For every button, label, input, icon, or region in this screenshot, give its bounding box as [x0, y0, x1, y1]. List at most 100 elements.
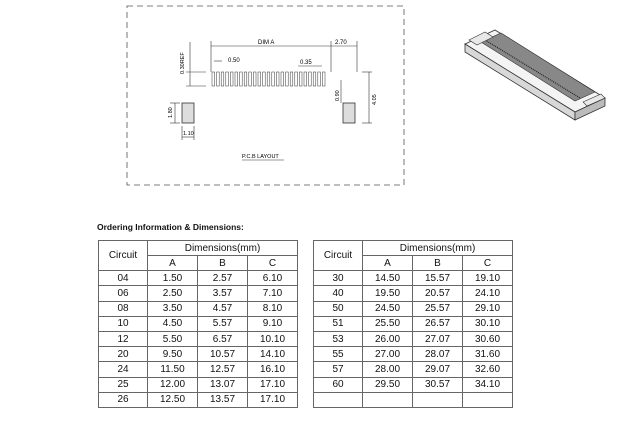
circuit-cell: 24	[98, 361, 148, 378]
solder-pad	[253, 71, 257, 87]
circuit-cell: 57	[313, 361, 363, 378]
solder-pad	[308, 71, 312, 87]
dimension-cell: 25.50	[362, 315, 413, 332]
dimension-cell: 12.57	[197, 361, 248, 378]
dimension-cell: 12.50	[147, 391, 198, 408]
dimension-cell: 17.10	[247, 376, 298, 393]
dimension-cell	[462, 391, 513, 408]
dimension-cell: 1.50	[147, 270, 198, 287]
solder-pad	[276, 71, 280, 87]
dimension-cell: 34.10	[462, 376, 513, 393]
solder-pad	[271, 71, 275, 87]
circuit-cell: 40	[313, 285, 363, 302]
dimension-cell: 29.07	[412, 361, 463, 378]
dimension-cell: 28.00	[362, 361, 413, 378]
section-title: Ordering Information & Dimensions:	[97, 222, 244, 232]
dimension-cell: 5.57	[197, 315, 248, 332]
solder-pad	[322, 71, 326, 87]
col-a-header: A	[147, 254, 198, 272]
dimension-cell: 10.10	[247, 330, 298, 348]
dimension-cell: 7.10	[247, 285, 298, 302]
circuit-cell: 08	[98, 300, 148, 317]
col-c-header: C	[462, 254, 513, 272]
dimension-cell: 13.57	[197, 391, 248, 408]
solder-pad	[312, 71, 317, 87]
dimension-cell: 19.10	[462, 270, 513, 287]
dimension-cell: 4.50	[147, 315, 198, 332]
dimension-cell: 13.07	[197, 376, 248, 393]
solder-pad	[280, 71, 284, 87]
solder-pad	[257, 71, 261, 87]
dimension-cell: 4.57	[197, 300, 248, 317]
dimension-cell: 20.57	[412, 285, 463, 302]
dimension-cell: 3.50	[147, 300, 198, 317]
pad-row	[211, 71, 326, 87]
dimension-cell: 26.00	[362, 330, 413, 348]
dimension-cell: 28.07	[412, 346, 463, 363]
solder-pad	[299, 71, 303, 87]
circuit-cell: 53	[313, 330, 363, 348]
solder-pad	[294, 71, 298, 87]
dimension-cell: 29.10	[462, 300, 513, 317]
dim-1-80-label: 1.80	[168, 107, 174, 118]
dimension-cell: 6.57	[197, 330, 248, 348]
dim-4-05-label: 4.05	[372, 94, 378, 105]
circuit-cell: 06	[98, 285, 148, 302]
dimension-cell: 27.07	[412, 330, 463, 348]
dim-0-90-label: 0.90	[335, 90, 341, 101]
solder-pad	[220, 71, 225, 87]
dimension-cell: 30.57	[412, 376, 463, 393]
circuit-cell: 20	[98, 346, 148, 363]
dimension-cell: 27.00	[362, 346, 413, 363]
solder-pad	[289, 71, 294, 87]
dimension-cell: 14.50	[362, 270, 413, 287]
dimension-cell: 24.50	[362, 300, 413, 317]
solder-pad	[303, 71, 307, 87]
solder-pad	[234, 71, 238, 87]
dimension-cell: 14.10	[247, 346, 298, 363]
dimension-cell: 5.50	[147, 330, 198, 348]
dimension-cell: 12.00	[147, 376, 198, 393]
dimension-cell: 30.60	[462, 330, 513, 348]
dim-0-35-label: 0.35	[300, 60, 312, 66]
dimension-cell: 31.60	[462, 346, 513, 363]
dim-a-label: DIM A	[258, 40, 274, 46]
dimension-cell: 9.10	[247, 315, 298, 332]
dim-0-30ref-label: 0.30REF	[180, 52, 186, 74]
dimensions-header: Dimensions(mm)	[147, 240, 298, 256]
solder-pad	[266, 71, 271, 87]
solder-pad	[243, 71, 248, 87]
solder-pad	[285, 71, 289, 87]
dimension-cell: 8.10	[247, 300, 298, 317]
col-c-header: C	[247, 254, 298, 272]
mount-pad-left	[181, 102, 195, 124]
dimension-cell: 25.57	[412, 300, 463, 317]
dimension-cell: 17.10	[247, 391, 298, 408]
dimension-cell: 6.10	[247, 270, 298, 287]
dimension-cell	[362, 391, 413, 408]
dimension-cell: 26.57	[412, 315, 463, 332]
col-b-header: B	[197, 254, 248, 272]
circuit-header: Circuit	[313, 239, 363, 272]
dimension-cell: 3.57	[197, 285, 248, 302]
pcb-layout-drawing: DIM A 2.70 0.50 0.35 0.30REF 0.90 4.05 1…	[126, 5, 405, 186]
solder-pad	[239, 71, 243, 87]
dimension-cell: 11.50	[147, 361, 198, 378]
solder-pad	[225, 71, 229, 87]
solder-pad	[230, 71, 234, 87]
circuit-cell: 04	[98, 270, 148, 287]
circuit-cell	[313, 391, 363, 408]
